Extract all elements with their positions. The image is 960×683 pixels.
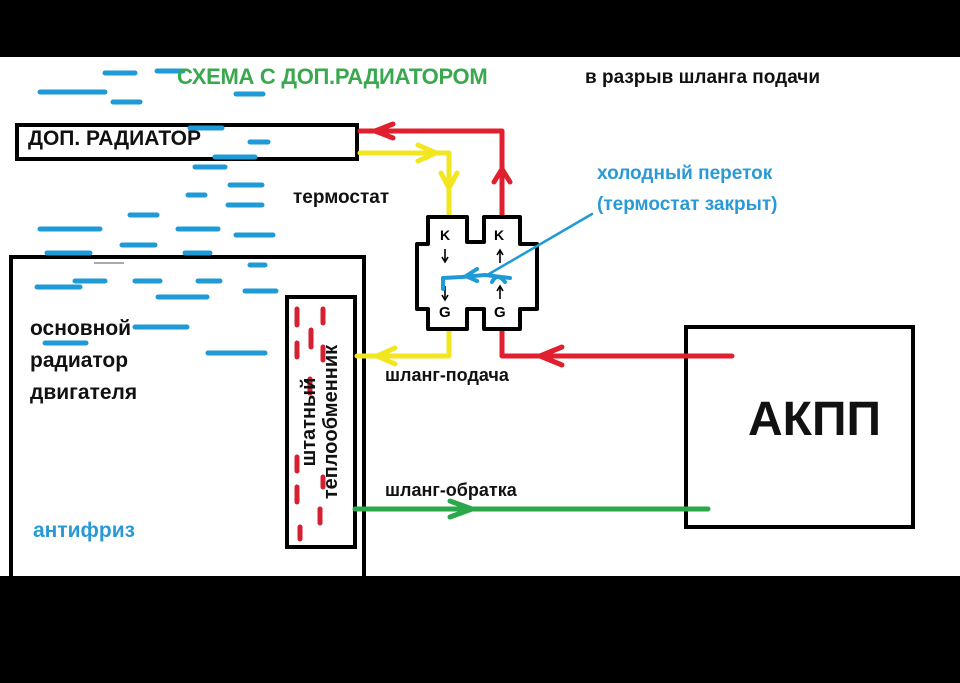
hot-line — [357, 121, 735, 368]
cold-flow-path — [441, 212, 594, 291]
heat-exchanger-label: штатный теплообменник — [298, 345, 342, 499]
extra-radiator-box — [15, 123, 359, 161]
arrow-right-yellow — [415, 142, 439, 164]
return-hose-label: шланг-обратка — [385, 480, 517, 500]
antifreeze-label: антифриз — [33, 519, 136, 542]
supply-hose-label: шланг-подача — [385, 365, 509, 385]
port-k-left: K — [440, 227, 451, 243]
port-k-right: K — [494, 227, 505, 243]
thermostat-label: термостат — [293, 187, 390, 208]
heat-exchanger-box — [285, 295, 357, 549]
thermostat-body — [415, 215, 539, 331]
main-radiator-line-3: двигателя — [30, 381, 138, 404]
diagram-canvas: СХЕМА С ДОП.РАДИАТОРОМ в разрыв шланга п… — [0, 57, 960, 576]
arrow-left-hot-1 — [537, 344, 565, 368]
return-line — [352, 498, 711, 520]
arrow-up-hot — [491, 166, 513, 185]
main-radiator-line-1: основной — [30, 317, 132, 340]
heat-exchanger-line-1: штатный — [298, 377, 320, 467]
arrow-down-yellow — [438, 170, 460, 191]
pointer-line — [487, 212, 594, 276]
coolant-dashes — [34, 68, 279, 356]
transmission-label: АКПП — [748, 393, 881, 446]
port-g-right: G — [494, 304, 506, 321]
transmission-box — [684, 325, 915, 529]
cold-flow-line-1: холодный переток — [597, 163, 773, 184]
title-sub: в разрыв шланга подачи — [585, 67, 821, 88]
heat-exchanger-line-2: теплообменник — [320, 344, 342, 500]
hot-dashes — [294, 306, 326, 542]
cold-flow-line-2: (термостат закрыт) — [597, 194, 778, 215]
cooled-line — [354, 142, 460, 367]
port-g-left: G — [439, 304, 451, 321]
diagram-graphics — [9, 68, 915, 576]
title-main: СХЕМА С ДОП.РАДИАТОРОМ — [177, 64, 488, 89]
main-radiator-line-2: радиатор — [30, 349, 129, 372]
extra-radiator-label: ДОП. РАДИАТОР — [28, 127, 201, 150]
main-radiator-box — [9, 255, 366, 576]
arrow-left-yellow — [374, 345, 398, 367]
arrow-left-hot-2 — [372, 121, 396, 141]
